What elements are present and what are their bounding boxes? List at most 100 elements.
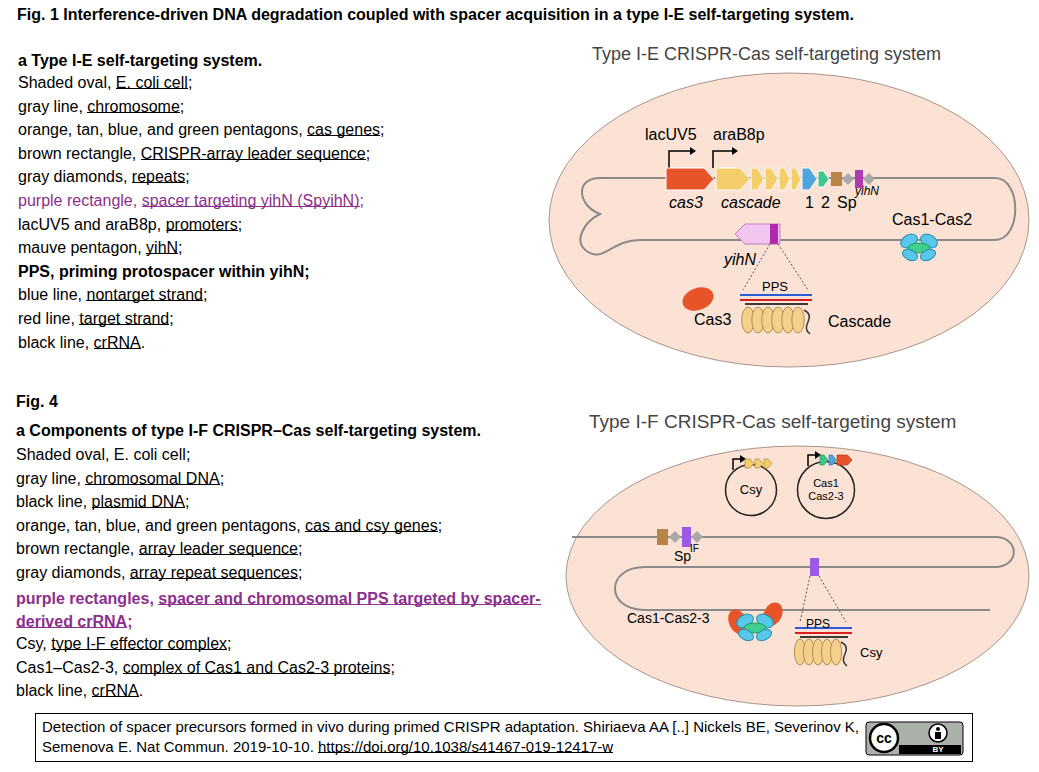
badge-text: cc xyxy=(876,731,892,745)
cas1-subunit xyxy=(919,247,938,263)
legend-text: orange, tan, blue, and green pentagons, … xyxy=(18,120,385,139)
csy-gene xyxy=(764,459,772,468)
zoom-line xyxy=(819,576,846,622)
legend-text: red line, target strand; xyxy=(18,309,174,328)
underline xyxy=(166,230,238,231)
underline xyxy=(139,554,298,555)
part-label: Sp xyxy=(837,193,857,212)
part-label: Csy xyxy=(860,645,882,661)
badge-text: BY xyxy=(932,746,943,754)
cas1-subunit xyxy=(734,611,756,630)
underline xyxy=(92,696,139,697)
underline xyxy=(51,649,227,650)
promoter-head xyxy=(740,455,746,463)
underline xyxy=(307,135,380,136)
leader-rect xyxy=(831,172,842,186)
legend-text: gray line, chromosome; xyxy=(18,97,184,116)
part-label: Cas1-Cas2-3 xyxy=(627,610,709,627)
crrna-hairpin xyxy=(804,310,810,334)
person-body xyxy=(935,732,941,739)
promoter-head xyxy=(732,147,738,155)
effector-subunit xyxy=(794,639,805,665)
cas1-subunit xyxy=(898,231,920,250)
zoom-line xyxy=(800,576,810,622)
panel-heading: Type I-F CRISPR-Cas self-targeting syste… xyxy=(589,411,956,433)
chromosome-line xyxy=(580,178,1015,255)
part-label: Cas3 xyxy=(694,310,731,329)
underline xyxy=(130,578,298,579)
cell-oval: Type I-F CRISPR-Cas self-targeting syste… xyxy=(565,445,1030,707)
effector-subunit xyxy=(752,307,764,333)
underline xyxy=(86,300,203,301)
effector-subunit xyxy=(742,307,754,333)
legend-text: orange, tan, blue, and green pentagons, … xyxy=(16,516,442,535)
target-strand xyxy=(795,632,852,634)
figure-number: Fig. 4 xyxy=(16,392,58,411)
underline xyxy=(79,324,169,325)
effector-subunit xyxy=(812,639,823,665)
underline xyxy=(16,627,127,628)
figure-title: Fig. 1 Interference-driven DNA degradati… xyxy=(17,5,854,24)
cell-shape xyxy=(549,73,1029,367)
csy-gene xyxy=(755,459,763,468)
cascade-gene xyxy=(751,168,764,190)
cascade-gene xyxy=(779,168,790,190)
chromosome-line xyxy=(572,537,1014,610)
effector-subunit xyxy=(782,307,794,333)
cas1-subunit xyxy=(755,627,774,643)
cas3-gene xyxy=(666,168,714,190)
plasmid-label: Csy xyxy=(726,483,776,498)
legend-text: black line, plasmid DNA; xyxy=(16,492,189,511)
legend-text: PPS, priming protospacer within yihN; xyxy=(18,262,310,281)
promoter-arrow xyxy=(713,151,732,168)
cascade-gene xyxy=(791,168,801,190)
effector-subunit xyxy=(821,639,832,665)
cas2-3-protein xyxy=(724,606,751,637)
promoter-arrow xyxy=(808,455,815,466)
underline xyxy=(123,673,391,674)
promoter-head xyxy=(815,451,821,459)
legend-text: lacUV5 and araB8p, promoters; xyxy=(18,215,242,234)
badge-strip xyxy=(899,745,961,754)
effector-subunit xyxy=(792,307,804,333)
cas2-subunit xyxy=(744,623,766,633)
effector-subunit xyxy=(772,307,784,333)
nontarget-strand xyxy=(740,294,812,296)
legend-text: purple rectangle, spacer targeting yihN … xyxy=(18,191,364,210)
underline xyxy=(142,206,360,207)
pps-rect xyxy=(810,558,819,576)
legend-text: gray line, chromosomal DNA; xyxy=(16,469,224,488)
cas1-subunit xyxy=(737,627,756,643)
part-label: 1 xyxy=(805,193,814,212)
caption-box: Detection of spacer precursors formed in… xyxy=(35,713,973,762)
crrna-line xyxy=(800,636,848,638)
underline xyxy=(85,484,219,485)
yihn-gene xyxy=(735,224,780,244)
underline xyxy=(132,182,185,183)
cas2-subunit xyxy=(908,243,930,253)
cas1-subunit xyxy=(901,247,920,263)
crrna-hairpin xyxy=(841,642,847,666)
repeat-diamond xyxy=(691,531,703,543)
part-label: PPS xyxy=(762,279,788,295)
legend-text: Cas1–Cas2-3, complex of Cas1 and Cas2-3 … xyxy=(16,658,395,677)
plasmid-label: Cas1 Cas2-3 xyxy=(804,477,848,502)
effector-subunit xyxy=(762,307,774,333)
plasmid-circle: Csy xyxy=(724,463,778,517)
caption-text: Detection of spacer precursors formed in… xyxy=(42,717,864,757)
cascade-gene xyxy=(716,168,750,190)
part-label: yihN xyxy=(724,250,756,269)
effector-subunit xyxy=(830,639,841,665)
pps-band xyxy=(770,224,778,244)
promoter-arrow xyxy=(733,459,740,470)
part-label: lacUV5 xyxy=(645,125,697,144)
plasmid-shape xyxy=(798,462,855,519)
effector-subunit xyxy=(803,639,814,665)
part-label: PPS xyxy=(806,617,830,631)
csy-gene xyxy=(745,459,754,468)
repeat-diamond xyxy=(669,531,681,543)
repeat-diamond xyxy=(863,173,875,185)
subfigure-heading: a Components of type I-F CRISPR–Cas self… xyxy=(16,421,481,440)
